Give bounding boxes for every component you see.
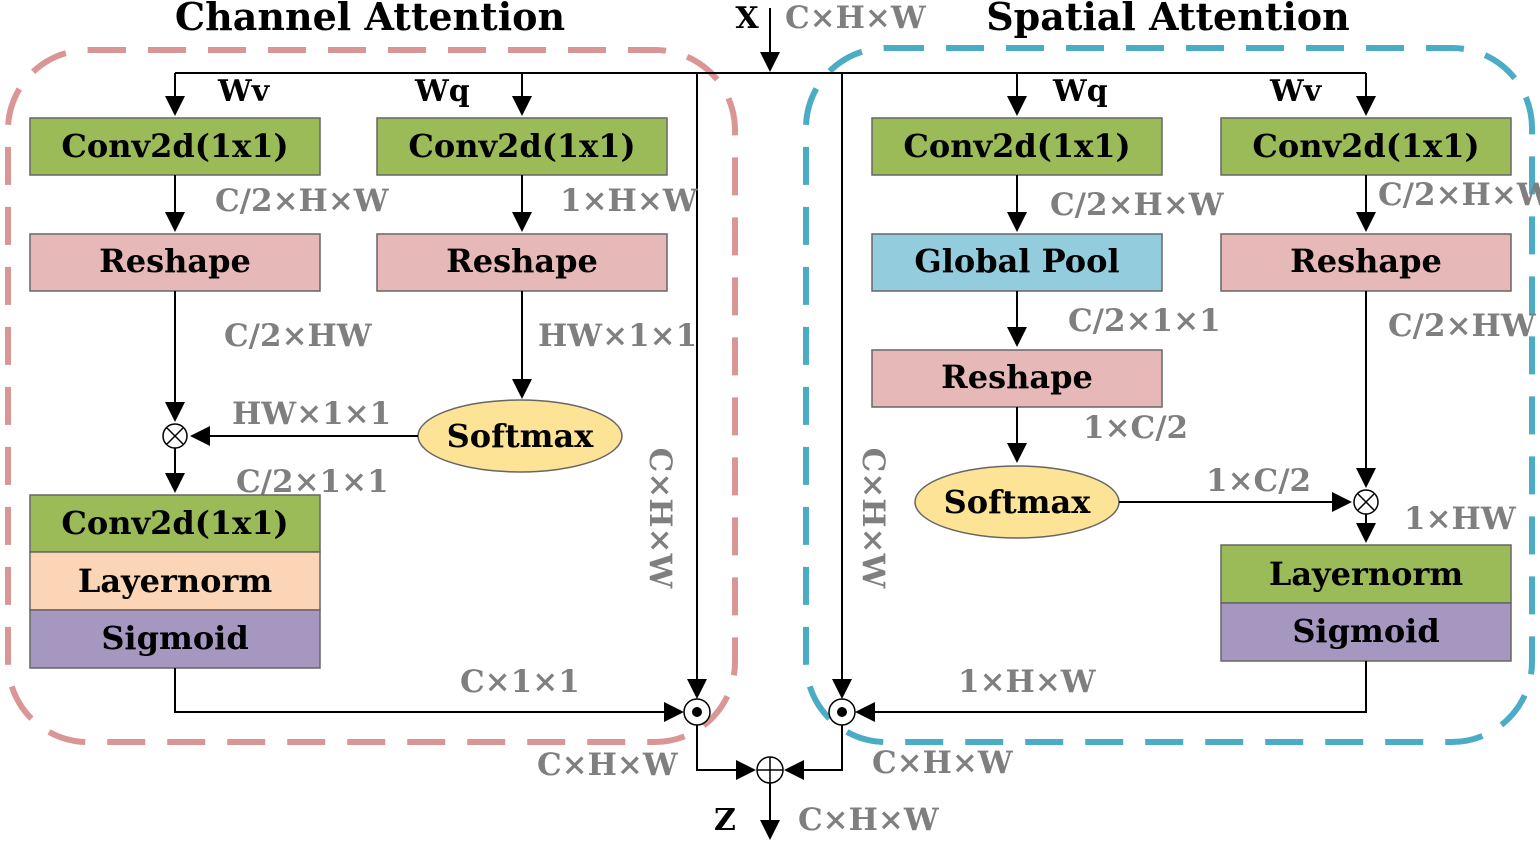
channel-dim-q-reshape: HW×1×1 [538,318,697,354]
channel-weight-to-product [174,668,684,722]
channel-dim-softmax-out: HW×1×1 [232,396,391,432]
spatial-out-to-sum [784,725,843,780]
channel-conv-out-box [29,494,321,553]
channel-sigmoid-box [29,609,321,669]
channel-conv-v-label: Conv2d(1x1) [61,127,288,165]
channel-dim-q-conv: 1×H×W [560,183,699,219]
input-label: X [735,1,759,36]
spatial-layernorm-label: Layernorm [1269,555,1464,593]
spatial-conv-v-label: Conv2d(1x1) [1252,127,1479,165]
spatial-dim-skip: C×H×W [855,448,891,590]
output-dim: C×H×W [798,802,940,838]
channel-reshape-v-box [29,233,321,292]
channel-reshape-q-box [376,233,668,292]
channel-conv-out-label: Conv2d(1x1) [61,504,288,542]
input-dim: C×H×W [785,0,927,36]
spatial-attention-title: Spatial Attention [986,0,1350,39]
channel-dim-v-reshape: C/2×HW [224,318,373,354]
spatial-wq-label: Wq [1052,74,1108,109]
output-label: Z [714,803,736,838]
spatial-sigmoid-label: Sigmoid [1292,612,1439,650]
spatial-conv-q-label: Conv2d(1x1) [903,127,1130,165]
spatial-softmax-label: Softmax [944,483,1092,521]
channel-dim-skip: C×H×W [642,448,678,590]
spatial-dim-weight: 1×H×W [958,664,1097,700]
channel-conv-q-box [376,117,668,176]
channel-wv-label: Wv [217,74,271,109]
channel-attention-border [5,47,738,745]
spatial-matmul-icon [1353,489,1379,515]
spatial-dim-pool: C/2×1×1 [1068,303,1221,339]
sum-icon [756,756,784,784]
spatial-product-icon [828,698,856,726]
spatial-sigmoid-box [1220,602,1512,662]
spatial-dim-softmax-out: 1×C/2 [1206,463,1311,499]
channel-dim-v-conv: C/2×H×W [215,183,390,219]
channel-layernorm-label: Layernorm [78,562,273,600]
channel-product-icon [683,698,711,726]
channel-conv-q-label: Conv2d(1x1) [408,127,635,165]
channel-dim-matmul-out: C/2×1×1 [236,464,389,500]
spatial-reshape-q-label: Reshape [941,358,1093,396]
spatial-globalpool-label: Global Pool [914,242,1119,280]
spatial-weight-to-product [855,661,1367,722]
spatial-dim-branch-out: C×H×W [872,745,1014,781]
channel-sigmoid-label: Sigmoid [101,619,248,657]
channel-dim-weight: C×1×1 [460,664,580,700]
channel-dim-branch-out: C×H×W [537,747,679,783]
spatial-reshape-v-box [1220,233,1512,292]
spatial-dim-matmul-out: 1×HW [1404,501,1517,537]
spatial-dim-v-reshape: C/2×HW [1388,308,1537,344]
channel-reshape-v-label: Reshape [99,242,251,280]
channel-wq-label: Wq [414,74,470,109]
spatial-reshape-v-label: Reshape [1290,242,1442,280]
channel-reshape-q-label: Reshape [446,242,598,280]
spatial-dim-q-reshape: 1×C/2 [1083,410,1188,446]
spatial-dim-v-conv: C/2×H×W [1378,177,1540,213]
channel-softmax-label: Softmax [447,417,595,455]
spatial-wv-label: Wv [1269,74,1323,109]
channel-attention-title: Channel Attention [175,0,565,39]
spatial-attention-border [803,45,1535,745]
channel-matmul-icon [162,423,188,449]
spatial-conv-q-box [871,117,1163,176]
spatial-dim-q-conv: C/2×H×W [1050,187,1225,223]
channel-out-to-sum [696,725,756,780]
channel-layernorm-box [29,551,321,611]
